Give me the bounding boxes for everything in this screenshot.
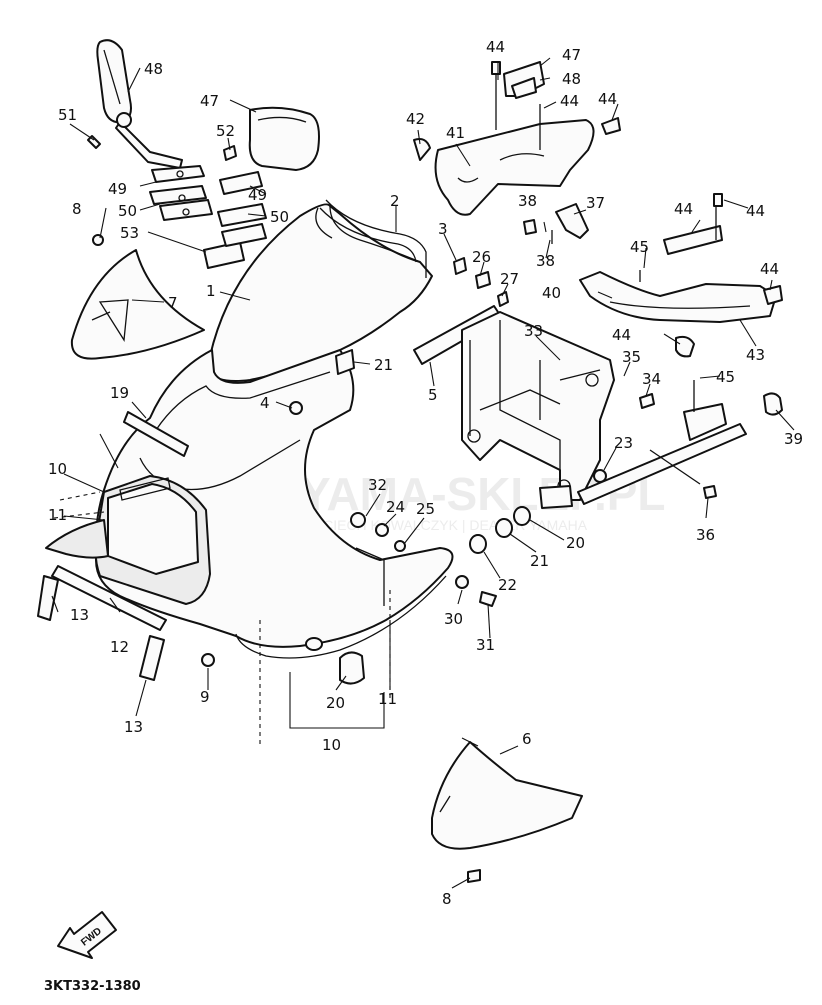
lower-cover-part [431,741,583,850]
callout-38-bottom: 43 [746,346,765,364]
callout-47: 47 [200,92,219,110]
callout-15: 21 [374,356,393,374]
side-panel-part [70,249,205,360]
callout-3: 3 [438,220,448,238]
callout-10-left: 10 [48,460,67,478]
callout-13-left: 13 [70,606,89,624]
callout-16: 20 [326,694,345,712]
trim-strips [37,349,355,681]
callout-45-top: 47 [562,46,581,64]
watermark-subtitle: WOJCIECH KOWALCZYK | DEALER YAMAHA [292,517,588,533]
callout-29: 36 [696,526,715,544]
callout-35: 39 [784,430,803,448]
callout-9: 9 [200,688,210,706]
cowling-stay-part [461,311,615,509]
callout-7: 7 [168,294,178,312]
callout-44-mid: 45 [716,368,735,386]
side-stay-part [577,380,783,505]
callout-8-bottom: 8 [442,890,452,908]
callout-43: 44 [746,202,765,220]
mirror-part [96,39,183,169]
callout-26: 33 [524,322,543,340]
callout-10-bottom: 10 [322,736,341,754]
callout-32: 37 [586,194,605,212]
meter-support-part [579,193,783,358]
callout-50-left: 50 [118,202,137,220]
callout-44-top: 44 [486,38,505,56]
callout-5: 5 [428,386,438,404]
callout-1: 1 [206,282,216,300]
callout-8-top: 8 [72,200,82,218]
callout-36: 40 [542,284,561,302]
callout-13-bottom: 13 [124,718,143,736]
callout-23: 30 [444,610,463,628]
mirror-mount-right [217,106,320,247]
meter-bracket-part [413,117,621,216]
callout-45-mid: 48 [562,70,581,88]
callout-44-right: 44 [560,92,579,110]
callout-14: 19 [110,384,129,402]
callout-11-left: 11 [48,506,67,524]
callout-19: 22 [498,576,517,594]
grommets [469,469,607,554]
callout-51-right: 52 [216,122,235,140]
callout-17: 20 [566,534,585,552]
callout-12: 12 [110,638,129,656]
windscreen-trim-part [319,199,427,278]
fwd-arrow: FWD [57,911,117,959]
callout-48: 48 [144,60,163,78]
callout-40: 44 [598,90,617,108]
callout-27: 34 [642,370,661,388]
callout-50-right: 50 [270,208,289,226]
callout-33: 38 [518,192,537,210]
callout-37: 41 [446,124,465,142]
callout-11-bottom: 11 [378,690,397,708]
catalog-code: 3KT332-1380 [44,979,141,994]
callout-49-left: 49 [108,180,127,198]
callout-34: 38 [536,252,555,270]
callout-6: 6 [522,730,532,748]
callout-numbers: 48 51 47 52 49 50 49 50 53 8 7 1 2 3 26 … [48,38,803,908]
top-bracket-part [491,61,545,150]
side-cowl-left-part [45,519,109,559]
callout-22: 25 [416,500,435,518]
callout-52: 53 [120,224,139,242]
callout-2: 2 [390,192,400,210]
mirror-mount-left [87,135,245,269]
callout-49-right: 49 [248,186,267,204]
callout-24: 31 [476,636,495,654]
callout-39: 44 [760,260,779,278]
watermark-title: YAMA-SKLEP.PL [300,468,666,520]
callout-28: 35 [622,348,641,366]
callout-38-top: 42 [406,110,425,128]
callout-51-left: 51 [58,106,77,124]
callout-44-left: 45 [630,238,649,256]
callout-21: 24 [386,498,405,516]
callout-41: 44 [674,200,693,218]
callout-4: 4 [260,394,270,412]
callout-25: 32 [368,476,387,494]
callout-18: 21 [530,552,549,570]
callout-31: 27 [500,270,519,288]
callout-42: 44 [612,326,631,344]
leader-lines [51,57,795,889]
callout-20: 23 [614,434,633,452]
small-bracket-part [523,203,589,244]
cowling-part [94,349,454,659]
callout-30: 26 [472,248,491,266]
